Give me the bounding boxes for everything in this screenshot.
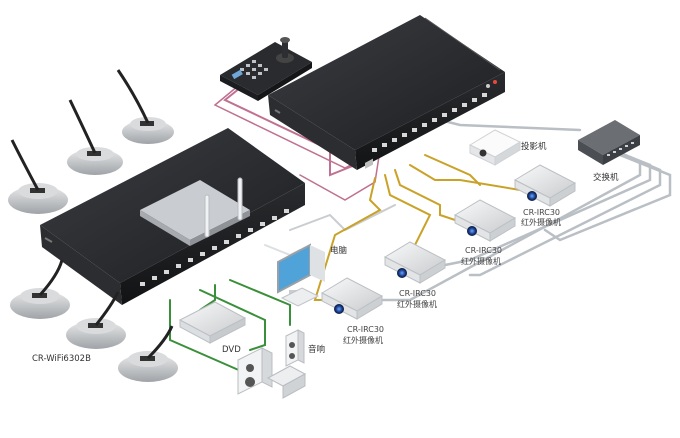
wifi-microphone-units	[8, 69, 178, 382]
speaker-label: 音响	[308, 344, 325, 355]
dvd-label: DVD	[222, 345, 241, 355]
camera-3-model: CR-IRC30	[399, 289, 436, 298]
ir-camera-3	[383, 241, 447, 284]
camera-1-model: CR-IRC30	[523, 208, 560, 217]
cable-gold-4	[409, 164, 521, 191]
cable-pink-3	[299, 149, 381, 201]
upper-rack-ports	[365, 158, 373, 169]
upper-rack-unit	[268, 15, 505, 170]
camera-4-model: CR-IRC30	[347, 325, 384, 334]
projector	[468, 129, 522, 166]
camera-2-type: 红外摄像机	[461, 256, 501, 266]
computer-label: 电脑	[330, 245, 348, 256]
ir-camera-2	[453, 199, 517, 242]
switch-label: 交换机	[593, 172, 619, 183]
wifi-mic-4	[10, 259, 70, 319]
lower-rack-port-row	[140, 209, 289, 286]
cable-gray-5	[438, 118, 582, 132]
dvd-player	[178, 301, 247, 344]
cable-green-4	[229, 279, 291, 326]
computer	[277, 243, 325, 307]
cable-gold-1	[394, 169, 471, 226]
speaker-system	[237, 329, 307, 399]
camera-1-type: 红外摄像机	[521, 217, 561, 227]
cable-green-1	[169, 299, 251, 376]
wifi-mic-3	[8, 139, 68, 214]
ir-camera-1	[513, 164, 577, 207]
projector-label: 投影机	[521, 141, 547, 152]
cable-green-2	[199, 289, 266, 351]
network-switch	[578, 120, 640, 165]
cable-gold-5	[424, 154, 481, 186]
cable-gold-3	[313, 177, 382, 301]
camera-4-type: 红外摄像机	[343, 335, 383, 345]
wifi-mic-model-label: CR-WiFi6302B	[32, 354, 91, 364]
cable-gold-2	[384, 174, 432, 256]
camera-3-type: 红外摄像机	[397, 299, 437, 309]
wifi-mic-6	[118, 325, 178, 382]
lower-rack-unit	[40, 128, 305, 305]
wifi-mic-1	[116, 69, 174, 144]
ptz-controller-keyboard	[220, 37, 312, 101]
ir-camera-4	[320, 277, 384, 320]
wifi-mic-5	[66, 291, 126, 349]
camera-2-model: CR-IRC30	[465, 246, 502, 255]
cables	[169, 79, 672, 376]
upper-rack-port-row	[372, 80, 497, 152]
cable-gray-4	[543, 153, 672, 242]
cable-gray-6	[289, 204, 396, 232]
wifi-mic-2	[67, 99, 123, 175]
wifi-module	[140, 177, 250, 246]
